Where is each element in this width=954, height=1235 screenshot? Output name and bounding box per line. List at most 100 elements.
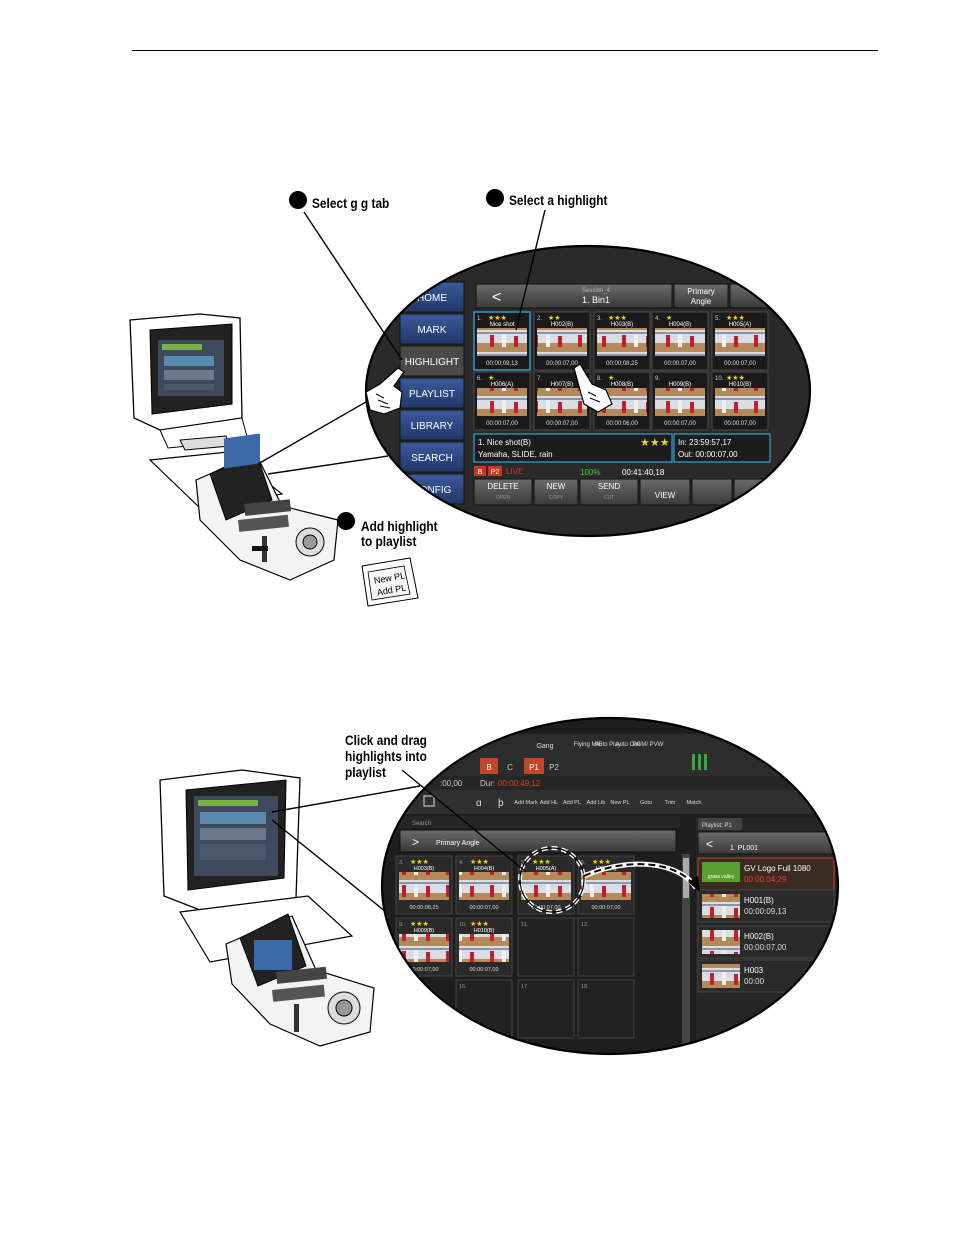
status-percent: 100% — [580, 468, 600, 477]
playlist-item-name: H001(B) — [744, 896, 774, 905]
grid-cell[interactable]: 18. — [577, 979, 635, 1039]
toolbar-button[interactable]: Add Mark — [514, 800, 538, 806]
cell-timecode: 00:00:07,00 — [409, 967, 438, 973]
open-sublabel: OPEN — [496, 495, 511, 501]
clip-name: H008(B) — [611, 382, 633, 388]
playlist-item-timecode: 00:00:04;29 — [744, 875, 787, 884]
toolbar-button[interactable]: New PL — [610, 800, 629, 806]
delete-button[interactable]: DELETE — [487, 482, 518, 491]
new-pl-key-icon: New PL Add PL — [361, 557, 419, 607]
clip-thumbnail[interactable]: 4.★H004(B)00:00:07,00 — [651, 311, 709, 371]
clip-thumbnail[interactable]: 2.★★H002(B)00:00:07,00 — [533, 311, 591, 371]
send-button[interactable]: SEND — [598, 482, 620, 491]
nav-highlight[interactable]: HIGHLIGHT — [405, 357, 459, 368]
toolbar-button[interactable]: Add HL — [540, 800, 558, 806]
clip-thumbnail[interactable]: 5.★★★H005(A)00:00:07,00 — [711, 311, 769, 371]
clip-thumbnail[interactable]: 9.H009(B)00:00:07,00 — [651, 371, 709, 431]
magnifier-line-4 — [271, 819, 387, 913]
clip-stars: ★★★ — [410, 858, 429, 866]
grid-cell[interactable]: ★★★3.H003(B)00:00:08,25 — [395, 855, 453, 915]
cell-timecode: 00:00:07,00 — [531, 905, 560, 911]
grid-cell[interactable]: 11. — [517, 917, 575, 977]
logo-text: grass valley — [708, 874, 735, 880]
nav-config[interactable]: CONFIG — [413, 485, 452, 496]
flying-me-label: Flying M/E — [574, 742, 602, 748]
gang-label: Gang — [536, 743, 553, 750]
toolbar-button[interactable]: Match — [687, 800, 702, 806]
nav-home[interactable]: HOME — [417, 293, 447, 304]
clip-stars: ★★★ — [592, 858, 611, 866]
nav-search[interactable]: SEARCH — [411, 453, 453, 464]
mode-p1-button[interactable]: P1 — [529, 763, 539, 772]
nav-library[interactable]: LIBRARY — [411, 421, 454, 432]
controller-illustration-1 — [195, 433, 339, 581]
in-point-icon[interactable]: ɑ — [476, 798, 482, 809]
back-chevron-icon[interactable]: < — [492, 289, 501, 306]
playlist-tab[interactable]: Playlist: P1 — [702, 823, 732, 829]
grid-cell[interactable]: 16. — [455, 979, 513, 1039]
cell-number: 12. — [581, 922, 589, 928]
clip-stars: ★ — [666, 314, 672, 322]
clip-number: 6. — [477, 376, 482, 382]
angle-line2[interactable]: Angle — [691, 297, 712, 306]
mode-p2-button[interactable]: P2 — [549, 763, 559, 772]
clip-stars: ★★★ — [608, 314, 627, 322]
toolbar-button[interactable]: Goto — [640, 800, 652, 806]
hand-pointer-icon — [365, 367, 405, 415]
grid-cell[interactable]: ★★★5.H005(A)00:00:07,00 — [517, 855, 575, 915]
out-point-icon[interactable]: þ — [498, 798, 504, 809]
clip-thumbnail[interactable]: 10.★★★H010(B)00:00:07,00 — [711, 371, 769, 431]
primary-angle-label[interactable]: Primary Angle — [436, 840, 480, 847]
forward-chevron-icon[interactable]: > — [412, 835, 419, 849]
cell-timecode: 00:00:07,00 — [469, 905, 498, 911]
clip-number: 1. — [477, 316, 482, 322]
cell-number: 9. — [399, 922, 404, 928]
magnifier-line-3 — [271, 785, 421, 813]
playlist-back-icon[interactable]: < — [706, 837, 713, 851]
clip-thumbnail[interactable]: 3.★★★H003(B)00:00:08,25 — [593, 311, 651, 371]
clip-name: H007(B) — [551, 382, 573, 388]
playlist-item-timecode: 00:00:09,13 — [744, 907, 787, 916]
clip-stars: ★★★ — [410, 920, 429, 928]
toolbar-button[interactable]: Add PL — [563, 800, 581, 806]
nav-playlist[interactable]: PLAYLIST — [409, 389, 455, 400]
toolbar-button[interactable]: Add Lib — [587, 800, 606, 806]
step-marker-1 — [289, 191, 307, 209]
toolbar-button[interactable]: Trim — [665, 800, 676, 806]
grid-cell[interactable]: 12. — [577, 917, 635, 977]
grid-cell[interactable]: ★★★4.H004(B)00:00:07,00 — [455, 855, 513, 915]
grid-cell[interactable]: ★★★9.H009(B)00:00:07,00 — [395, 917, 453, 977]
tc-left: :00,00 — [440, 779, 463, 788]
clip-name: H009(B) — [669, 382, 691, 388]
playlist-item[interactable]: H002(B)00:00:07,00 — [697, 925, 835, 959]
angle-line1[interactable]: Primary — [687, 287, 715, 296]
clip-name: H004(B) — [669, 322, 691, 328]
mark-in-icon[interactable] — [423, 795, 435, 807]
scrollbar[interactable] — [682, 854, 690, 1054]
nav-mark[interactable]: MARK — [418, 325, 447, 336]
grid-cell[interactable]: ★★★10.H010(B)00:00:07,00 — [455, 917, 513, 977]
new-button[interactable]: NEW — [547, 482, 566, 491]
session-label: Session_4 — [582, 288, 611, 294]
view-button[interactable]: VIEW — [655, 491, 676, 500]
clip-stars: ★★★ — [470, 920, 489, 928]
clip-thumbnail[interactable]: 6.★H006(A)00:00:07,00 — [473, 371, 531, 431]
clip-stars: ★ — [608, 374, 614, 382]
mode-c-button[interactable]: C — [507, 763, 513, 772]
drag-arrow — [583, 863, 697, 889]
grid-cell[interactable]: 17. — [517, 979, 575, 1039]
search-label[interactable]: Search — [412, 821, 431, 827]
zoom-ellipse-1 — [364, 244, 812, 538]
playlist-item[interactable]: H001(B) 00:00:09,13 — [697, 889, 835, 923]
mode-b-button[interactable]: B — [486, 763, 491, 772]
clip-thumbnail[interactable]: 7.H007(B)00:00:07,00 — [533, 371, 591, 431]
pgm-pvw-label: PGM/ PVW — [633, 742, 664, 748]
info-out: Out: 00:00:07,00 — [678, 450, 738, 459]
info-in: In: 23:59:57,17 — [678, 438, 732, 447]
leader-line-tab — [303, 211, 403, 361]
callout-drag-line1: Click and drag — [345, 732, 427, 748]
